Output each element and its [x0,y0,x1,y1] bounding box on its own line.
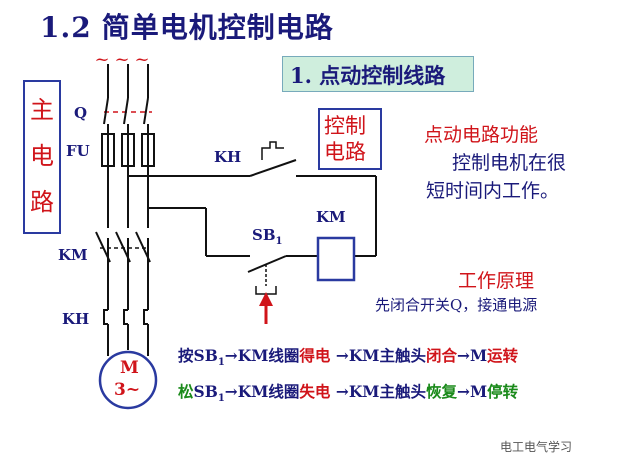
function-title: 点动电路功能 [424,124,539,146]
sequence-segment: 闭合 [425,346,457,365]
tilde-3: ~ [134,49,149,70]
sequence-segment: SB [193,382,218,401]
label-kh-left: KH [62,310,90,328]
main-circuit-char-2: 电 [30,142,54,170]
watermark: 电工电气学习 [500,440,573,454]
main-circuit-char-1: 主 [30,96,54,124]
tilde-1: ~ [94,49,109,70]
sequence-segment: SB [193,346,218,365]
sequence-segment: 停转 [487,382,519,401]
control-circuit-line-1: 控制 [324,114,366,138]
sequence-segment: → [224,382,238,401]
sequence-segment: 得电 [299,346,331,365]
motor-symbol [98,350,158,410]
principle-title: 工作原理 [458,270,535,292]
sequence-segment: KM线圈 [237,346,300,365]
tilde-2: ~ [114,49,129,70]
sequence-segment: → [456,382,470,401]
main-circuit-box [23,80,61,234]
sequence-segment: → [330,382,349,401]
sequence-segment: KM主触头 [348,346,426,365]
sequence-segment: 1 [217,393,225,405]
label-km-left: KM [58,246,88,264]
motor-m: M [120,358,139,378]
label-km-coil: KM [316,208,346,226]
sequence-segment: M [469,382,488,401]
label-sb1: SB1 [252,226,282,247]
sequence-segment: KM主触头 [348,382,426,401]
km-coil [316,236,356,282]
label-kh-top: KH [214,148,242,166]
sequence-segment: 按 [178,346,194,365]
motor-3: 3~ [114,380,141,400]
subtitle: 1. 点动控制线路 [290,63,446,88]
sequence-segment: M [469,346,488,365]
sequence-segment: → [456,346,470,365]
sequence-segment: 失电 [299,382,331,401]
sequence-segment: 1 [217,357,225,369]
title-text: 简单电机控制电路 [101,11,334,44]
sequence-segment: → [330,346,349,365]
control-circuit-line-2: 电路 [324,140,366,164]
sequence-segment: 松 [178,382,194,401]
label-sb1-main: SB [252,226,276,244]
sequence-release: 松SB1→KM线圈失电 →KM主触头恢复→M停转 [178,380,518,404]
sequence-press: 按SB1→KM线圈得电 →KM主触头闭合→M运转 [178,344,518,368]
label-q: Q [74,104,88,122]
title-number: 1.2 [40,11,92,44]
page-title: 1.2 简单电机控制电路 [40,6,334,46]
function-line-2: 短时间内工作。 [426,180,560,202]
label-sb1-sub: 1 [275,236,283,247]
sequence-segment: 运转 [487,346,519,365]
function-line-1: 控制电机在很 [452,152,567,174]
subtitle-panel [282,56,474,92]
sequence-segment: KM线圈 [237,382,300,401]
sequence-segment: → [224,346,238,365]
sequence-segment: 恢复 [425,382,457,401]
control-circuit-box [318,108,382,170]
push-arrow [259,292,273,306]
label-fu: FU [66,142,90,160]
principle-line-1: 先闭合开关Q，接通电源 [375,296,538,314]
main-circuit-char-3: 路 [30,188,54,216]
